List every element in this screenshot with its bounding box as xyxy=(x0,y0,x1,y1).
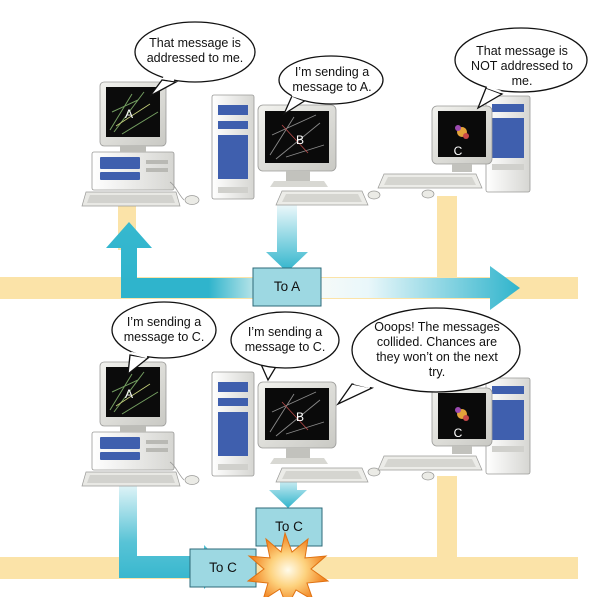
top-drop-c xyxy=(437,196,457,279)
top-speech-a: That message is addressed to me. xyxy=(146,36,244,65)
top-bubble-c xyxy=(454,27,588,110)
top-scene xyxy=(0,21,588,310)
top-speech-b: I’m sending a message to A. xyxy=(292,65,372,94)
bottom-signal-b-arrow xyxy=(269,472,307,508)
bottom-packet-a-label: To C xyxy=(209,560,237,575)
bottom-label-c: C xyxy=(453,426,463,440)
top-computer-a xyxy=(81,81,200,207)
bottom-bubble-collision xyxy=(336,307,521,406)
collision-burst xyxy=(246,531,330,597)
top-packet-to-a xyxy=(252,267,322,307)
top-bubble-a xyxy=(134,21,256,97)
top-speech-c: That message is NOT addressed to me. xyxy=(471,44,573,88)
bottom-computer-a xyxy=(81,361,200,487)
bottom-bubble-a xyxy=(111,301,217,376)
bottom-label-b: B xyxy=(295,410,304,424)
top-label-a: A xyxy=(124,107,133,121)
top-signal-up-arrow xyxy=(106,222,152,286)
top-bubble-b xyxy=(278,55,384,116)
top-signal-down-arrow xyxy=(266,198,308,272)
bottom-label-a: A xyxy=(124,387,133,401)
bottom-speech-a: I’m sending a message to C. xyxy=(123,315,205,344)
bottom-speech-b: I’m sending a message to C. xyxy=(244,325,326,354)
bottom-bubble-b xyxy=(230,311,340,382)
bottom-drop-c xyxy=(437,476,457,559)
top-label-b: B xyxy=(295,133,304,147)
bottom-speech-collision: Ooops! The messages collided. Chances ar… xyxy=(374,320,500,379)
top-computer-b xyxy=(211,94,381,206)
top-label-c: C xyxy=(453,144,463,158)
bottom-packet-from-a xyxy=(189,548,257,588)
bottom-packet-b-label: To C xyxy=(275,519,303,534)
top-packet-label: To A xyxy=(273,279,301,294)
bottom-scene xyxy=(0,301,578,597)
